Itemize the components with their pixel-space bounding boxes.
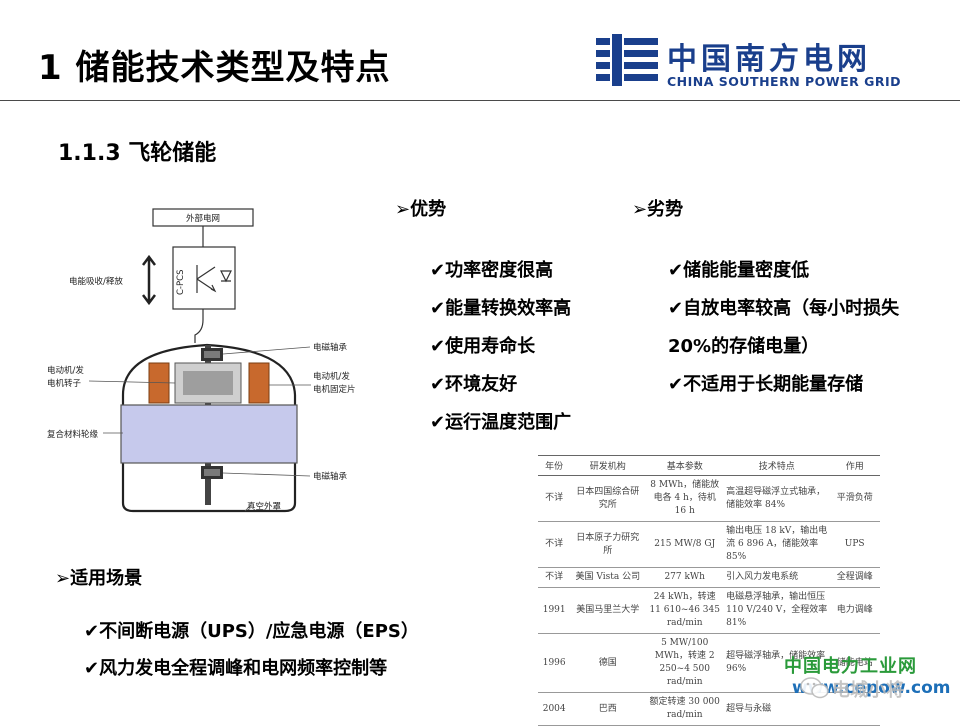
watermark-wechat: 电城小将 bbox=[832, 680, 904, 701]
bearing-top-label: 电磁轴承 bbox=[313, 342, 348, 353]
flywheel-diagram: 外部电网 C-PCS 电能吸收/释放 电磁轴承 电动机/发 电机转子 电动机/发… bbox=[47, 208, 356, 513]
vacuum-label: 真空外罩 bbox=[247, 501, 282, 512]
table-header: 作用 bbox=[829, 455, 880, 476]
disadvantage-item: ✔不适用于长期能量存储 bbox=[668, 374, 864, 395]
header-divider bbox=[0, 100, 960, 101]
table-header: 技术特点 bbox=[724, 455, 830, 476]
watermark-site-url: www.cepow.com bbox=[792, 678, 951, 698]
table-header: 研发机构 bbox=[570, 455, 646, 476]
advantage-item: ✔运行温度范围广 bbox=[430, 412, 572, 433]
table-row: 不详 日本原子力研究所 215 MW/8 GJ 输出电压 18 kV，输出电流 … bbox=[538, 521, 880, 568]
composite-rim bbox=[120, 404, 298, 464]
advantage-item: ✔环境友好 bbox=[430, 374, 518, 395]
disadvantage-item: ✔自放电率较高（每小时损失 bbox=[668, 298, 900, 319]
logo-name-cn: 中国南方电网 bbox=[667, 42, 871, 77]
rotor-label-1: 电动机/发 bbox=[47, 365, 84, 376]
stator-label-1: 电动机/发 bbox=[313, 371, 350, 382]
pcs-label: C-PCS bbox=[176, 270, 186, 295]
bearing-bottom-label: 电磁轴承 bbox=[313, 471, 348, 482]
table-header: 基本参数 bbox=[645, 455, 725, 476]
rotor-label-2: 电机转子 bbox=[47, 378, 82, 389]
applications-heading: ➢适用场景 bbox=[55, 568, 143, 589]
advantages-heading: ➢优势 bbox=[395, 199, 447, 220]
research-table: 年份 研发机构 基本参数 技术特点 作用 不详 日本四国综合研究所 8 MWh，… bbox=[538, 455, 880, 726]
stator-right bbox=[248, 362, 270, 404]
application-item: ✔风力发电全程调峰和电网频率控制等 bbox=[84, 658, 388, 679]
watermark-site-cn: 中国电力工业网 bbox=[784, 656, 917, 677]
table-header: 年份 bbox=[538, 455, 571, 476]
table-row: 1996 德国 5 MW/100 MWh，转速 2 250~4 500 rad/… bbox=[538, 633, 880, 693]
application-item: ✔不间断电源（UPS）/应急电源（EPS） bbox=[84, 621, 419, 642]
page-title: 1 储能技术类型及特点 bbox=[38, 48, 391, 88]
table-row: 1991 美国马里兰大学 24 kWh，转速 11 610~46 345 rad… bbox=[538, 587, 880, 634]
disadvantages-heading: ➢劣势 bbox=[632, 199, 684, 220]
double-arrow-icon bbox=[142, 254, 156, 306]
advantage-item: ✔使用寿命长 bbox=[430, 336, 536, 357]
disadvantage-item: ✔储能能量密度低 bbox=[668, 260, 810, 281]
csg-logo-icon bbox=[596, 34, 658, 86]
wechat-icon bbox=[800, 677, 829, 699]
grid-label: 外部电网 bbox=[186, 213, 220, 224]
advantage-item: ✔能量转换效率高 bbox=[430, 298, 572, 319]
logo-name-en: CHINA SOUTHERN POWER GRID bbox=[667, 74, 902, 89]
absorb-release-label: 电能吸收/释放 bbox=[69, 276, 123, 287]
igbt-symbol-icon bbox=[196, 265, 232, 293]
stator-label-2: 电机固定片 bbox=[313, 384, 356, 395]
composite-label: 复合材料轮缘 bbox=[47, 429, 99, 440]
table-row: 不详 日本四国综合研究所 8 MWh，储能放电各 4 h，待机 16 h 高温超… bbox=[538, 475, 880, 522]
advantage-item: ✔功率密度很高 bbox=[430, 260, 554, 281]
section-subtitle: 1.1.3 飞轮储能 bbox=[58, 141, 217, 166]
table-row: 不详 美国 Vista 公司 277 kWh 引入风力发电系统 全程调峰 bbox=[538, 567, 880, 588]
disadvantage-item: 20%的存储电量） bbox=[668, 336, 820, 357]
